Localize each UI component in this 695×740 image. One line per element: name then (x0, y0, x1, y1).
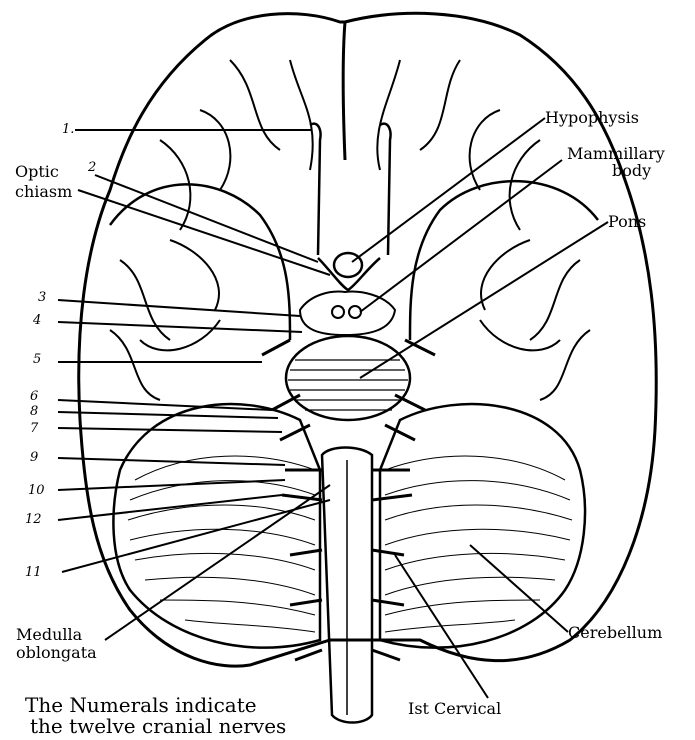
nerve-number: 2 (88, 161, 96, 175)
cerebral-peduncles (300, 292, 395, 335)
label-hypophysis: Hypophysis (545, 109, 639, 127)
label-first-cervical: Ist Cervical (408, 700, 501, 718)
cerebellum-right (380, 404, 585, 648)
label-pons: Pons (608, 213, 646, 231)
label-optic-chiasm-2: chiasm (15, 183, 72, 201)
label-medulla-2: oblongata (16, 644, 97, 662)
cerebellum-left (113, 404, 320, 648)
nerve-number: 12 (25, 513, 42, 527)
mammillary-right (349, 306, 361, 318)
gyri (110, 60, 590, 400)
caption-line-1: The Numerals indicate (25, 695, 257, 715)
nerve-number: 9 (30, 451, 38, 465)
longitudinal-fissure (343, 22, 345, 160)
label-optic-chiasm-1: Optic (15, 163, 59, 181)
label-medulla-1: Medulla (16, 626, 82, 644)
left-olfactory-tract (310, 124, 321, 255)
left-temporal-lobe (110, 184, 290, 340)
label-mammillary-body-2: body (612, 162, 651, 180)
nerve-number: 4 (33, 314, 41, 328)
pons-shape (286, 336, 410, 420)
nerve-number: 7 (30, 422, 38, 436)
mammillary-left (332, 306, 344, 318)
nerve-number: 1. (62, 123, 74, 137)
nerve-number: 6 (30, 390, 38, 404)
cerebellum-folia (128, 456, 572, 632)
nerve-number: 5 (33, 353, 41, 367)
nerve-number: 3 (38, 291, 46, 305)
label-cerebellum: Cerebellum (568, 624, 662, 642)
nerve-number: 11 (25, 566, 42, 580)
nerve-number: 8 (30, 405, 38, 419)
right-temporal-lobe (410, 181, 598, 340)
nerve-number: 10 (28, 484, 45, 498)
leader-lines (58, 118, 608, 698)
caption-line-2: the twelve cranial nerves (30, 716, 286, 736)
pons-hatching (288, 360, 408, 410)
